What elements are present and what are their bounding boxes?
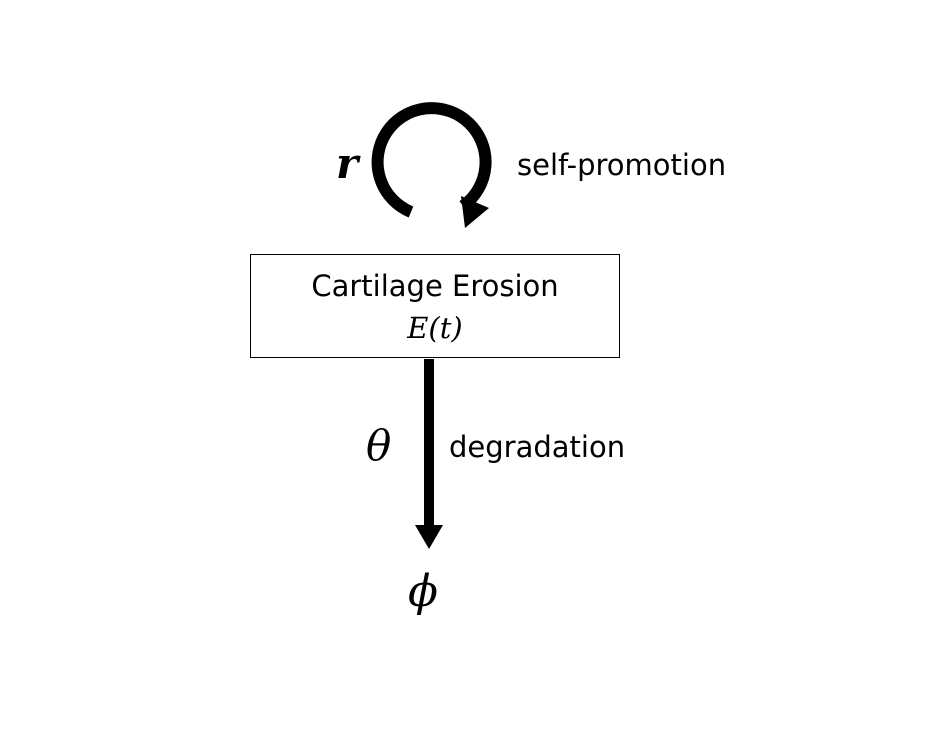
sink-phi-symbol: ϕ [408,566,438,617]
self-promotion-label: self-promotion [517,148,727,182]
degradation-arrow-shaft [424,359,434,527]
rate-r-symbol: r [336,139,359,188]
degradation-arrowhead [415,525,443,549]
node-title: Cartilage Erosion [311,269,559,303]
cartilage-erosion-node: Cartilage Erosion E(t) [250,254,620,358]
self-loop-arrowhead [461,196,489,228]
rate-theta-symbol: θ [366,421,392,470]
degradation-label: degradation [449,430,626,464]
self-loop-arc [371,102,492,218]
node-variable: E(t) [407,311,463,345]
